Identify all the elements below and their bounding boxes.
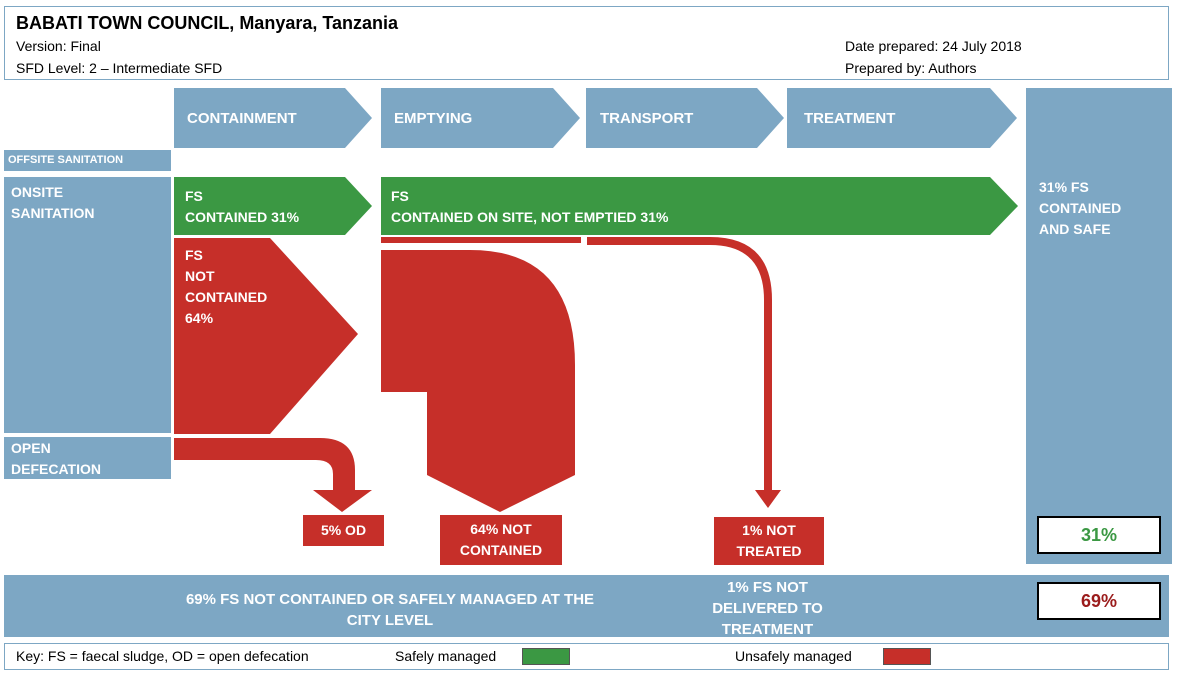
flow-open-defecation <box>174 438 372 512</box>
sfd-level-text: SFD Level: 2 – Intermediate SFD <box>16 60 223 76</box>
row-label-onsite: ONSITE SANITATION <box>11 184 95 221</box>
flow-text-contained: FS CONTAINED 31% <box>185 188 300 225</box>
header-panel <box>4 6 1169 80</box>
safe-total-box: 31% <box>1037 516 1161 554</box>
bottom-summary-band <box>4 575 1169 637</box>
flow-not-treated <box>587 237 781 508</box>
row-label-open-defecation: OPEN DEFECATION <box>11 440 101 477</box>
row-onsite <box>4 177 171 433</box>
stage-arrow-containment <box>174 88 372 148</box>
row-label-offsite: OFFSITE SANITATION <box>8 154 124 166</box>
stage-arrow-transport <box>586 88 784 148</box>
separator-line <box>381 237 581 243</box>
stage-arrow-emptying <box>381 88 580 148</box>
version-text: Version: Final <box>16 38 101 54</box>
key-text: Key: FS = faecal sludge, OD = open defec… <box>16 648 309 664</box>
row-offsite <box>4 150 171 171</box>
flow-text-not-contained: FS NOT CONTAINED 64% <box>185 247 268 326</box>
key-unsafe-label: Unsafely managed <box>735 648 852 664</box>
key-safe-swatch <box>522 648 570 665</box>
prepared-by-text: Prepared by: Authors <box>845 60 977 76</box>
row-open-defecation <box>4 437 171 479</box>
bottom-not-delivered-text: 1% FS NOT DELIVERED TO TREATMENT <box>712 579 823 638</box>
stage-label-transport: TRANSPORT <box>600 110 694 127</box>
flow-text-not-emptied: FS CONTAINED ON SITE, NOT EMPTIED 31% <box>391 188 669 225</box>
page-title: BABATI TOWN COUNCIL, Manyara, Tanzania <box>16 13 399 33</box>
stage-arrow-treatment <box>787 88 1017 148</box>
flow-contained-not-emptied <box>381 177 1018 235</box>
key-panel <box>4 643 1169 670</box>
flow-not-contained-curve <box>381 250 575 512</box>
outcome-not-treated-box: 1% NOT TREATED <box>713 516 825 566</box>
key-unsafe-swatch <box>883 648 931 665</box>
stage-label-containment: CONTAINMENT <box>187 110 297 127</box>
date-prepared-text: Date prepared: 24 July 2018 <box>845 38 1022 54</box>
unsafe-total-box: 69% <box>1037 582 1161 620</box>
outcome-not-contained-box: 64% NOT CONTAINED <box>439 514 563 566</box>
flow-not-contained <box>174 238 358 434</box>
flow-contained <box>174 177 372 235</box>
key-safe-label: Safely managed <box>395 648 497 664</box>
stage-label-treatment: TREATMENT <box>804 110 896 127</box>
safe-column <box>1026 88 1172 564</box>
bottom-unsafe-text: 69% FS NOT CONTAINED OR SAFELY MANAGED A… <box>185 591 595 629</box>
stage-label-emptying: EMPTYING <box>394 110 473 127</box>
outcome-od-box: 5% OD <box>302 514 385 547</box>
safe-column-text: 31% FS CONTAINED AND SAFE <box>1039 179 1122 237</box>
